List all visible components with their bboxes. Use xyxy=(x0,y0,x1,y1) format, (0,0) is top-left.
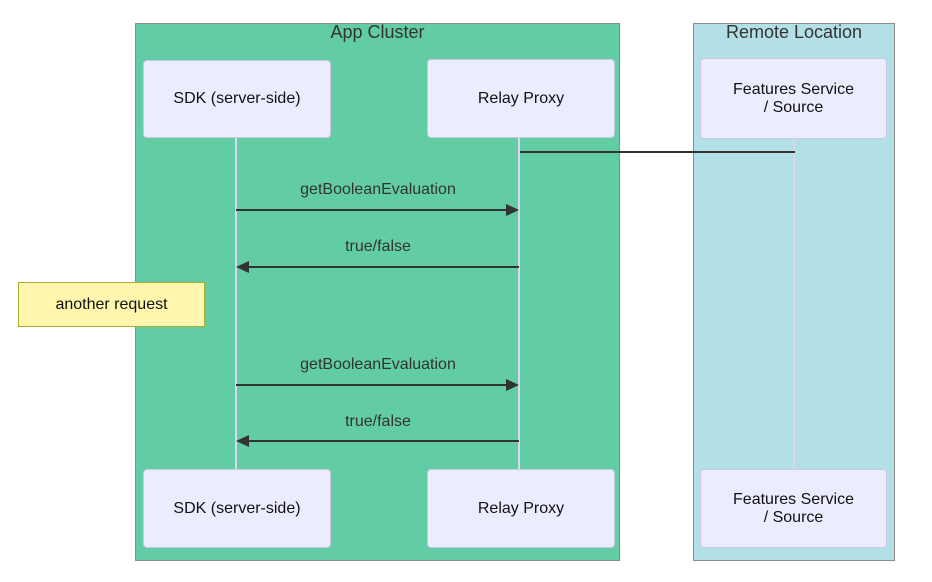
actor-sdk-bottom: SDK (server-side) xyxy=(143,469,331,548)
message-2-line xyxy=(247,266,519,268)
app-cluster-label: App Cluster xyxy=(330,22,425,42)
message-2-label: true/false xyxy=(345,238,411,255)
actor-sdk-bottom-label: SDK (server-side) xyxy=(173,499,301,517)
actor-features-service-top-label: Features Service / Source xyxy=(733,80,854,116)
message-3-line xyxy=(236,384,508,386)
message-1-label: getBooleanEvaluation xyxy=(300,181,456,198)
note-another-request: another request xyxy=(18,282,205,327)
actor-sdk-top-label: SDK (server-side) xyxy=(173,90,301,107)
message-4-arrowhead-left-icon xyxy=(236,435,249,447)
lifeline-features-service xyxy=(793,139,795,469)
message-4-label: true/false xyxy=(345,413,411,430)
message-3-arrowhead-right-icon xyxy=(506,379,519,391)
remote-location-label: Remote Location xyxy=(725,22,863,42)
actor-relay-proxy-top-label: Relay Proxy xyxy=(477,89,565,107)
message-1-arrowhead-right-icon xyxy=(506,204,519,216)
message-4-line xyxy=(247,440,519,442)
actor-relay-proxy-bottom-label: Relay Proxy xyxy=(477,499,565,517)
message-2-arrowhead-left-icon xyxy=(236,261,249,273)
relay-to-features-connector-line xyxy=(520,151,795,153)
actor-relay-proxy-bottom: Relay Proxy xyxy=(427,469,615,548)
actor-sdk-top: SDK (server-side) xyxy=(143,60,331,138)
actor-features-service-bottom: Features Service / Source xyxy=(700,469,887,548)
lifeline-relay-proxy xyxy=(518,138,520,469)
actor-features-service-bottom-label: Features Service / Source xyxy=(733,490,854,526)
actor-relay-proxy-top: Relay Proxy xyxy=(427,59,615,138)
lifeline-sdk xyxy=(235,138,237,469)
actor-features-service-top: Features Service / Source xyxy=(700,58,887,139)
message-3-label: getBooleanEvaluation xyxy=(300,356,456,373)
message-1-line xyxy=(236,209,508,211)
note-another-request-label: another request xyxy=(55,295,168,313)
